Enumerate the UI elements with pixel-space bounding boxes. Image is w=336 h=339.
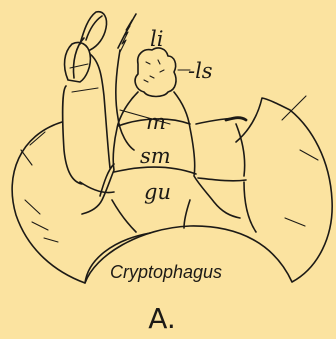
labial-palp xyxy=(63,12,110,184)
label-gu: gu xyxy=(144,180,171,204)
left-hatching xyxy=(21,132,58,242)
head-capsule-outline xyxy=(12,98,332,283)
right-hatching xyxy=(282,96,318,226)
cardo-sclerite xyxy=(196,118,256,232)
label-li: li xyxy=(150,27,163,51)
label-m: m xyxy=(146,110,166,134)
label-ls: -ls xyxy=(188,59,213,83)
maxilla xyxy=(116,14,136,150)
panel-letter: A. xyxy=(148,302,176,335)
ligula xyxy=(135,48,176,97)
label-genus: Cryptophagus xyxy=(110,262,222,282)
label-sm: sm xyxy=(140,144,171,168)
